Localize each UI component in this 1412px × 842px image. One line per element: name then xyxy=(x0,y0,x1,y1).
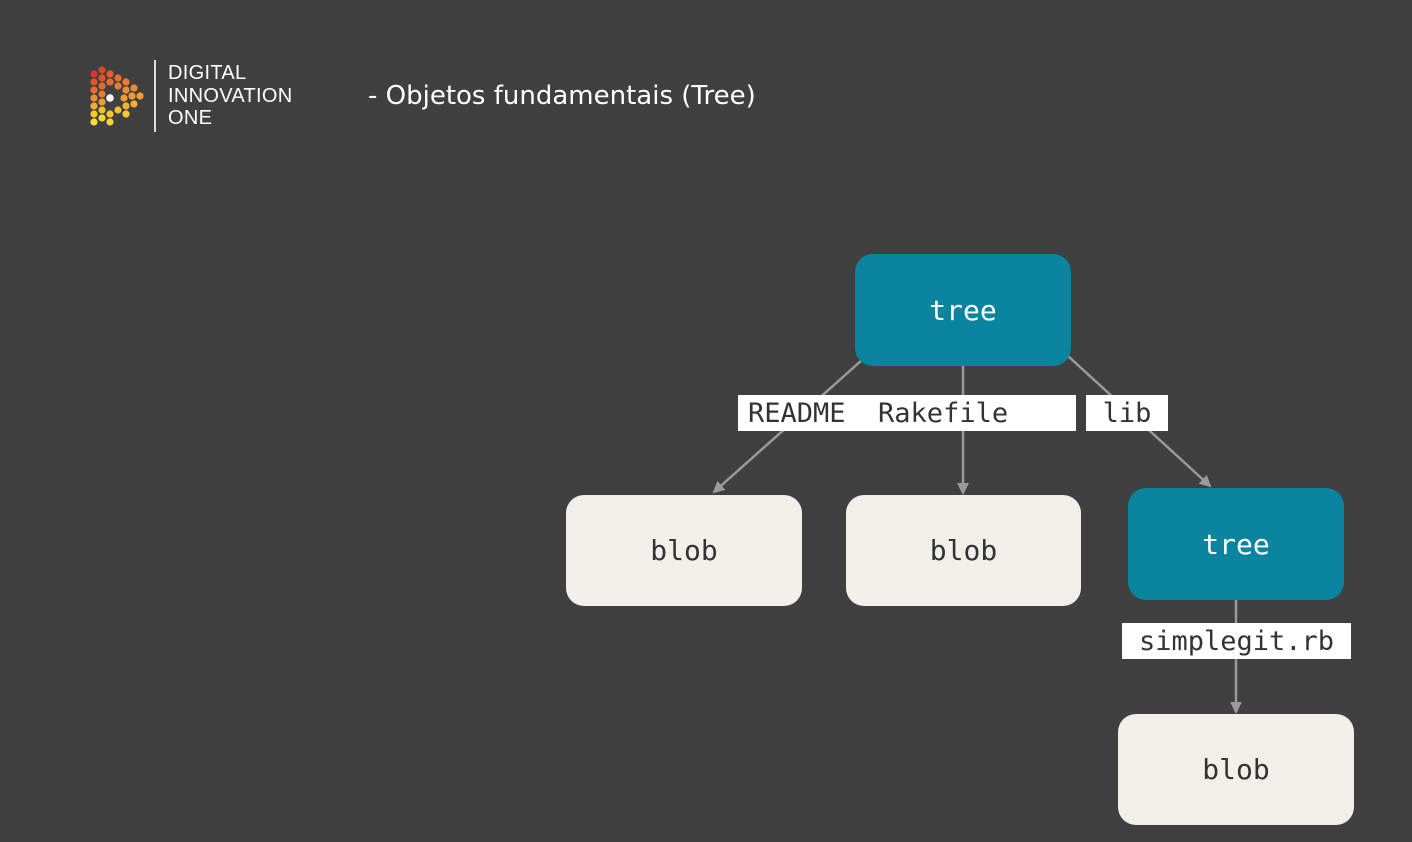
edge-label-simplegit: simplegit.rb xyxy=(1122,623,1351,659)
edge-label-lib: lib xyxy=(1086,395,1168,431)
simplegit-blob-node: blob xyxy=(1118,714,1354,825)
edge-label-lib-text: lib xyxy=(1102,397,1152,429)
root-tree-label: tree xyxy=(929,293,997,327)
digital-innovation-one-logo: DIGITAL INNOVATION ONE xyxy=(86,58,326,134)
logo-divider xyxy=(154,60,156,132)
edge-label-simplegit-text: simplegit.rb xyxy=(1138,625,1335,657)
edge-label-readme-rakefile-text: README Rakefile xyxy=(748,397,1009,429)
lib-tree-node: tree xyxy=(1128,488,1344,600)
logo-wordmark: DIGITAL INNOVATION ONE xyxy=(168,62,292,130)
logo-line-one: ONE xyxy=(168,107,213,129)
readme-blob-label: blob xyxy=(650,534,718,567)
edge-label-readme-rakefile: README Rakefile xyxy=(738,395,1076,431)
rakefile-blob-label: blob xyxy=(929,534,998,567)
logo-line-innovation: INNOVATION xyxy=(168,84,293,107)
readme-blob-node: blob xyxy=(566,495,802,606)
slide-title: - Objetos fundamentais (Tree) xyxy=(368,81,756,111)
lib-tree-label: tree xyxy=(1202,527,1270,561)
logo-line-digital: DIGITAL xyxy=(168,62,247,84)
rakefile-blob-node: blob xyxy=(846,495,1081,606)
logo-mark-icon xyxy=(90,66,144,126)
root-tree-node: tree xyxy=(855,254,1071,366)
simplegit-blob-label: blob xyxy=(1202,753,1270,786)
